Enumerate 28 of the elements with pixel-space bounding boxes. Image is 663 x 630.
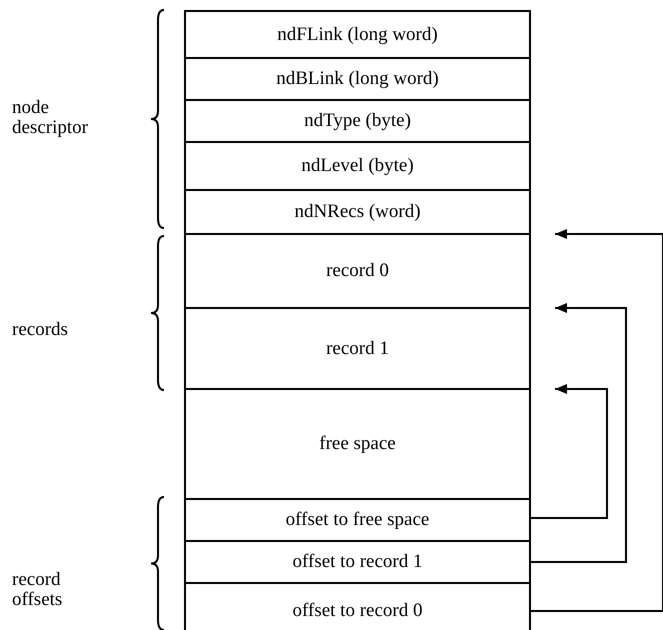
field-row: [184, 582, 531, 630]
pointer-arrow: [531, 384, 608, 519]
group-label: node descriptor: [12, 98, 89, 138]
field-row: [184, 99, 531, 143]
field-row: [184, 233, 531, 309]
field-row: [184, 540, 531, 584]
field-row: [184, 57, 531, 101]
field-label: record 1: [326, 338, 389, 360]
field-label: record 0: [326, 260, 389, 282]
field-label: ndType (byte): [304, 110, 411, 132]
field-label: ndLevel (byte): [301, 155, 414, 177]
field-label: offset to record 0: [292, 600, 422, 622]
group-label: record offsets: [12, 570, 64, 610]
field-label: ndNRecs (word): [294, 201, 421, 223]
pointer-arrow: [531, 229, 663, 612]
field-label: offset to free space: [286, 509, 430, 531]
field-label: ndFLink (long word): [277, 24, 438, 46]
field-label: ndBLink (long word): [276, 68, 439, 90]
field-row: [184, 189, 531, 235]
pointer-arrow: [531, 303, 627, 563]
field-row: [184, 388, 531, 500]
group-label: records: [12, 320, 69, 340]
field-row: [184, 307, 531, 390]
field-label: free space: [319, 433, 396, 455]
field-row: [184, 10, 531, 59]
field-label: offset to record 1: [292, 551, 422, 573]
field-row: [184, 498, 531, 542]
field-row: [184, 141, 531, 191]
